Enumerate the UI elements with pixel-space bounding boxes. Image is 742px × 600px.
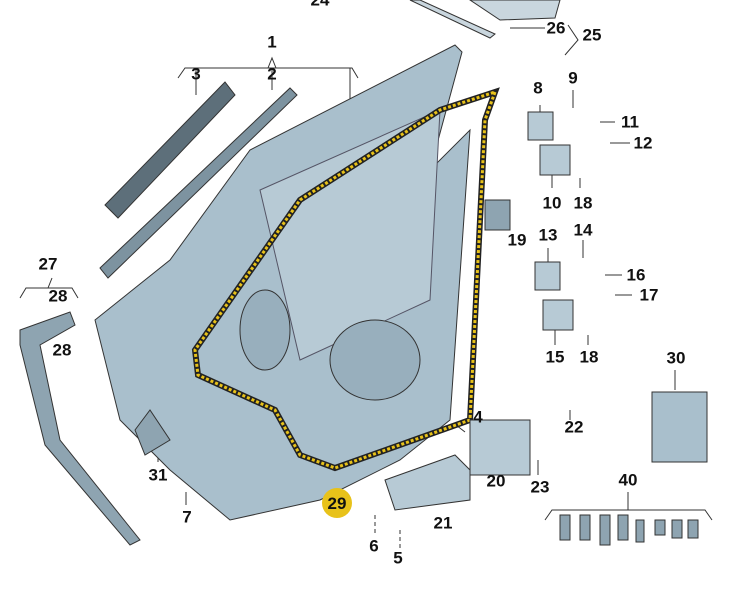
- hinge-8: [527, 111, 554, 141]
- label-27: 27: [38, 254, 58, 274]
- bracket-25: [469, 0, 561, 21]
- label-29-highlighted: 29: [322, 488, 352, 518]
- label-21: 21: [433, 513, 453, 533]
- label-25: 25: [582, 25, 602, 45]
- hinge-15: [542, 299, 574, 331]
- cover-21: [384, 454, 471, 511]
- trim-strip-2: [99, 87, 298, 279]
- label-4: 4: [473, 407, 483, 427]
- label-18b: 18: [579, 347, 599, 367]
- label-10: 10: [542, 193, 562, 213]
- label-14: 14: [573, 220, 593, 240]
- door-seal-29-highlight: [193, 89, 498, 470]
- label-26: 26: [546, 18, 566, 38]
- label-11: 11: [621, 112, 639, 132]
- label-15: 15: [545, 347, 565, 367]
- cap-31: [134, 409, 171, 456]
- label-30: 30: [666, 348, 686, 368]
- check-strap-19: [484, 199, 511, 231]
- label-2: 2: [267, 64, 277, 84]
- door-opening: [239, 289, 291, 371]
- label-17: 17: [639, 285, 659, 305]
- label-28: 28: [48, 286, 68, 306]
- mesh-strip-3: [104, 81, 236, 219]
- screws-40: [559, 514, 699, 546]
- hinge-13: [534, 261, 561, 291]
- label-7: 7: [182, 507, 192, 527]
- window-channel-24: [409, 0, 496, 39]
- label-19: 19: [507, 230, 527, 250]
- label-1: 1: [267, 32, 277, 52]
- label-23: 23: [530, 477, 550, 497]
- label-6: 6: [369, 536, 379, 556]
- label-28b: 28: [52, 340, 72, 360]
- label-13: 13: [538, 225, 558, 245]
- label-22: 22: [564, 417, 584, 437]
- label-9: 9: [568, 68, 578, 88]
- label-40: 40: [618, 470, 638, 490]
- label-5: 5: [393, 548, 403, 568]
- label-24: 24: [310, 0, 330, 10]
- label-18: 18: [573, 193, 593, 213]
- label-3: 3: [191, 64, 201, 84]
- speaker-opening: [329, 319, 421, 401]
- label-12: 12: [633, 133, 653, 153]
- container-30: [651, 391, 708, 463]
- seal-strip-27: [19, 311, 141, 546]
- door-inner-frame: [259, 109, 441, 361]
- label-8: 8: [533, 78, 543, 98]
- hinge-10: [539, 144, 571, 176]
- label-31: 31: [148, 465, 168, 485]
- door-check-20: [469, 419, 531, 476]
- label-20: 20: [486, 471, 506, 491]
- label-16: 16: [626, 265, 646, 285]
